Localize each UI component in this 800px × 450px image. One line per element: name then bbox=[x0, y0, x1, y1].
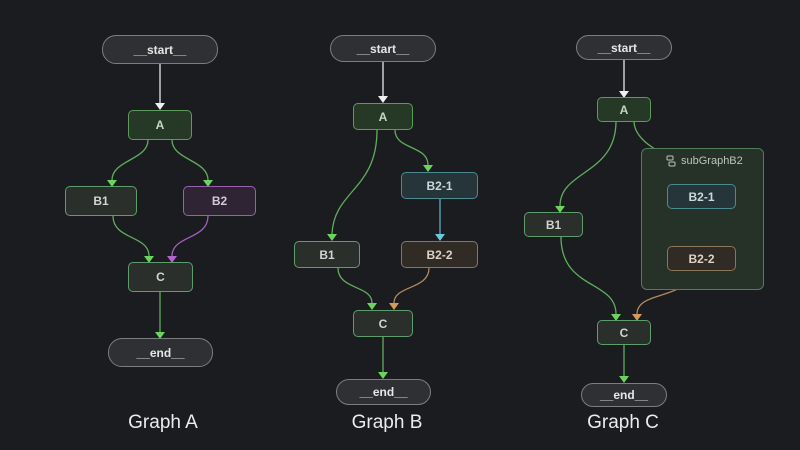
arrow-a-a-b2 bbox=[203, 180, 213, 187]
edge-b-b1-c bbox=[337, 267, 373, 304]
graph-c-node-b1[interactable]: B1 bbox=[524, 212, 583, 237]
edge-a-a-b1 bbox=[111, 139, 149, 181]
arrow-c-start-a bbox=[619, 91, 629, 98]
graph-a-node-b2[interactable]: B2 bbox=[183, 186, 256, 216]
arrow-a-b1-c bbox=[144, 256, 154, 263]
subgraph-icon bbox=[666, 155, 676, 167]
arrow-b-a-b21 bbox=[423, 165, 433, 172]
graph-b-node-b2-2[interactable]: B2-2 bbox=[401, 241, 478, 268]
graph-b-node-a[interactable]: A bbox=[353, 103, 413, 130]
edge-c-b1-c bbox=[560, 236, 617, 315]
arrow-b-b1-c bbox=[367, 303, 377, 310]
graph-b-node-b1[interactable]: B1 bbox=[294, 241, 360, 268]
graph-b-node-b2-1[interactable]: B2-1 bbox=[401, 172, 478, 199]
graph-c-node-start[interactable]: __start__ bbox=[576, 35, 672, 60]
edge-a-b1-c bbox=[112, 215, 150, 257]
edge-b-a-b1 bbox=[331, 129, 378, 235]
arrow-b-b22-c bbox=[389, 303, 399, 310]
graph-c-caption: Graph C bbox=[587, 412, 659, 433]
subgraph-label: subGraphB2 bbox=[666, 155, 743, 167]
graph-b-node-end[interactable]: __end__ bbox=[336, 379, 431, 405]
edge-a-b2-c bbox=[171, 215, 209, 257]
arrow-a-b2-c bbox=[167, 256, 177, 263]
graph-b-node-start[interactable]: __start__ bbox=[330, 35, 436, 62]
arrow-b-c-end bbox=[378, 372, 388, 379]
graph-a-node-b1[interactable]: B1 bbox=[65, 186, 137, 216]
arrow-b-a-b1 bbox=[327, 234, 337, 241]
graph-b-node-c[interactable]: C bbox=[353, 310, 413, 337]
graph-a-caption: Graph A bbox=[128, 412, 198, 433]
arrow-c-a-b1 bbox=[555, 206, 565, 213]
graph-c-node-c[interactable]: C bbox=[597, 320, 651, 345]
edge-b-a-b21 bbox=[394, 129, 429, 166]
arrow-a-c-end bbox=[155, 332, 165, 339]
graph-c-node-b2-2[interactable]: B2-2 bbox=[667, 246, 736, 271]
edge-b-b22-c bbox=[393, 267, 430, 304]
graph-a-node-a[interactable]: A bbox=[128, 110, 192, 140]
graph-c-node-end[interactable]: __end__ bbox=[581, 383, 667, 407]
edge-a-a-b2 bbox=[171, 139, 209, 181]
arrow-c-b22-c bbox=[632, 314, 642, 321]
graph-a-node-end[interactable]: __end__ bbox=[108, 338, 213, 367]
graph-a-node-c[interactable]: C bbox=[128, 262, 193, 292]
arrow-a-a-b1 bbox=[107, 180, 117, 187]
graph-a-node-start[interactable]: __start__ bbox=[102, 35, 218, 64]
arrow-b-start-a bbox=[378, 96, 388, 103]
arrow-b-b21-b22 bbox=[435, 234, 445, 241]
edge-c-a-b1 bbox=[559, 120, 617, 207]
graph-b-caption: Graph B bbox=[351, 412, 423, 433]
graph-c-node-a[interactable]: A bbox=[597, 97, 651, 122]
arrow-c-c-end bbox=[619, 376, 629, 383]
arrow-c-b1-c bbox=[611, 314, 621, 321]
graph-c-node-b2-1[interactable]: B2-1 bbox=[667, 184, 736, 209]
arrow-a-start-a bbox=[155, 103, 165, 110]
